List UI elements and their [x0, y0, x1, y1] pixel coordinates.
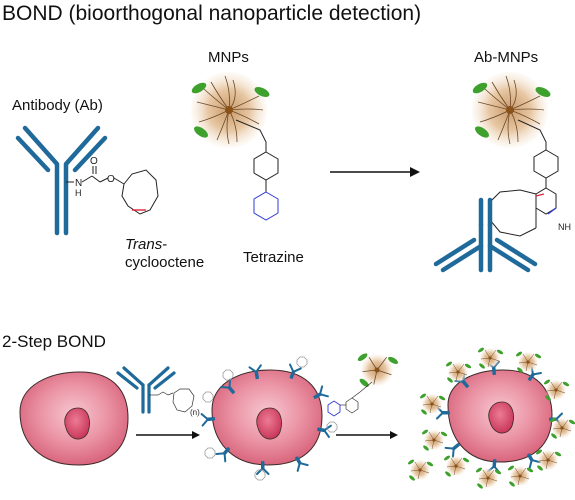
antibody-icon: [15, 125, 108, 236]
hydrogen-atom: H: [75, 188, 82, 198]
antibody-label: Antibody (Ab): [12, 97, 103, 114]
mnp-particle-icon: [189, 71, 272, 149]
trans-cyclooctene-label: Trans-cyclooctene: [125, 237, 204, 270]
step1-arrow: [136, 431, 200, 439]
carbonyl-oxygen: O: [90, 156, 98, 167]
dihydropyridazine-nitrogens: [547, 207, 557, 215]
cyclooctene-word: cyclooctene: [125, 254, 205, 271]
tetrazine-linker-structure: [235, 119, 279, 192]
repeat-unit-label: (n): [190, 408, 200, 417]
pyridazine-bond: [535, 193, 545, 197]
trans-prefix: Trans: [125, 236, 163, 253]
ab-mnps-label: Ab-MNPs: [474, 49, 539, 66]
pyridazine-nh: NH: [558, 222, 571, 232]
tetrazine-ring: [253, 191, 279, 221]
ester-oxygen: O: [107, 174, 115, 185]
tetrazine-mnp-reagent-icon: [355, 351, 400, 390]
cell-3-mnp-labeled: [447, 369, 553, 463]
conjugated-antibody-icon: [433, 197, 538, 273]
nitrogen-atom: N: [75, 178, 82, 189]
mnps-label: MNPs: [208, 49, 249, 66]
trans-hyphen: -: [162, 236, 168, 253]
tetrazine-label: Tetrazine: [243, 249, 304, 266]
ab-mnp-particle-icon: [470, 71, 553, 149]
tetrazine-mnp-linker: [340, 381, 373, 414]
cell-2-antibody-labeled: [211, 369, 323, 466]
tetrazine-mini-ring: [327, 400, 341, 417]
tco-linker-structure: [66, 166, 159, 215]
two-step-bond-label: 2-Step BOND: [2, 332, 106, 351]
figure-title: BOND (bioorthogonal nanoparticle detecti…: [2, 2, 422, 25]
step2-arrow: [336, 431, 398, 439]
cell-1: [19, 371, 129, 466]
antibody-tco-reagent-icon: [116, 366, 195, 414]
reaction-arrow: [330, 167, 420, 177]
